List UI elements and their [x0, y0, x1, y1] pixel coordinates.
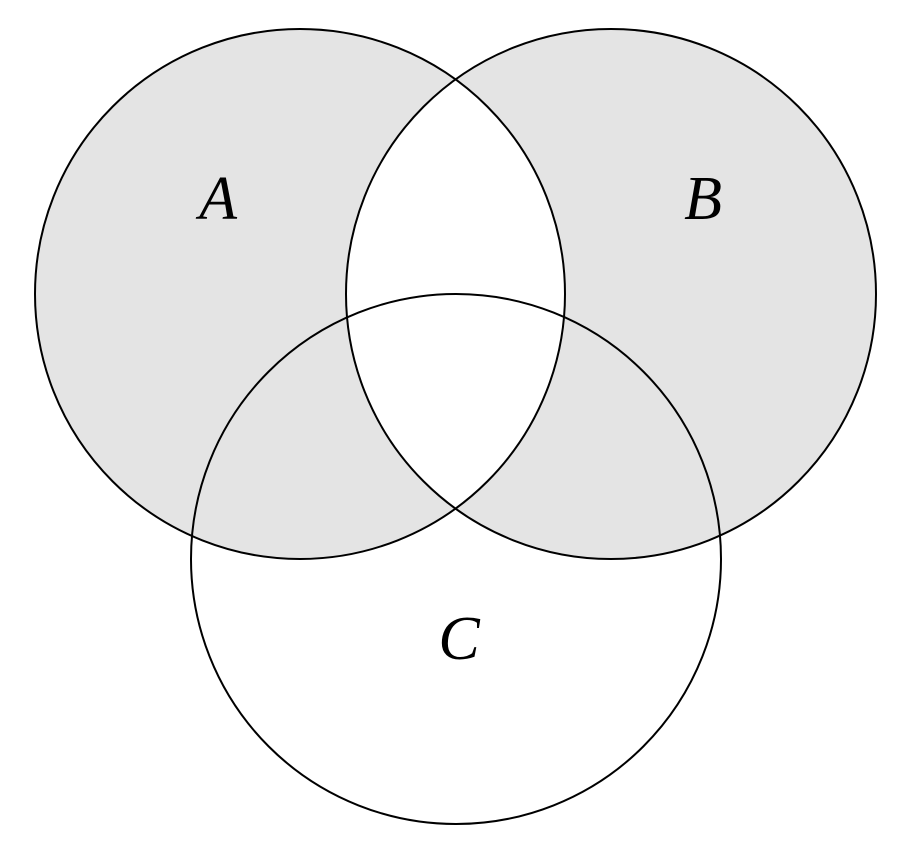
set-label-b: B: [684, 165, 722, 233]
circle-outline-set-a[interactable]: [34, 28, 566, 560]
set-label-a: A: [195, 165, 238, 233]
set-label-c: C: [438, 605, 480, 673]
set-label-group: A B C: [195, 165, 722, 673]
circle-outline-set-b[interactable]: [345, 28, 877, 560]
circle-outline-set-c[interactable]: [190, 293, 722, 825]
circle-outline-group: [34, 28, 877, 825]
